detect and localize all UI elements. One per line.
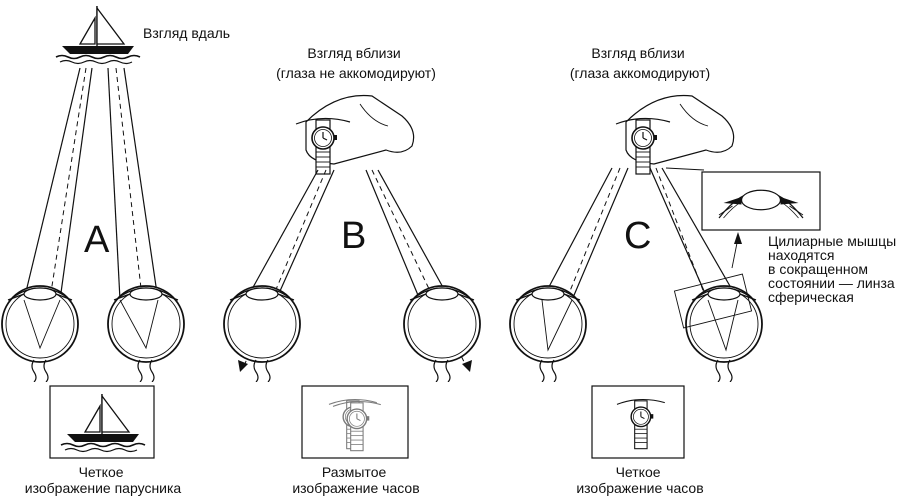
left-eye-icon: [1, 285, 79, 382]
panel-a: Взгляд вдаль A Четкое изображение парусн…: [1, 5, 230, 496]
panel-a-top-label: Взгляд вдаль: [143, 25, 230, 41]
panel-b-rays: [238, 169, 472, 372]
panel-b-letter: B: [341, 215, 366, 257]
panel-c-top-label: Взгляд вблизи (глаза аккомодируют): [570, 45, 710, 81]
panel-c-letter: C: [624, 215, 651, 257]
right-eye-icon: [685, 285, 763, 382]
panel-b-top-label: Взгляд вблизи (глаза не аккомодируют): [276, 45, 436, 81]
panel-c: Взгляд вблизи (глаза аккомодируют) C Цил…: [509, 45, 900, 496]
left-eye-icon: [509, 285, 587, 382]
sailboat-icon: [55, 5, 141, 65]
panel-b-caption: Размытое изображение часов: [292, 464, 419, 496]
panel-c-caption: Четкое изображение часов: [576, 464, 703, 496]
ciliary-note: Цилиарные мышцы находятся в сокращенном …: [768, 233, 900, 305]
lens-focus-box: [673, 273, 753, 329]
panel-a-letter: A: [84, 219, 110, 261]
left-eye-icon: [223, 285, 301, 382]
right-eye-icon: [107, 285, 185, 382]
panel-b: Взгляд вблизи (глаза не аккомодируют) B …: [223, 45, 481, 496]
panel-a-caption: Четкое изображение парусника: [25, 464, 182, 496]
